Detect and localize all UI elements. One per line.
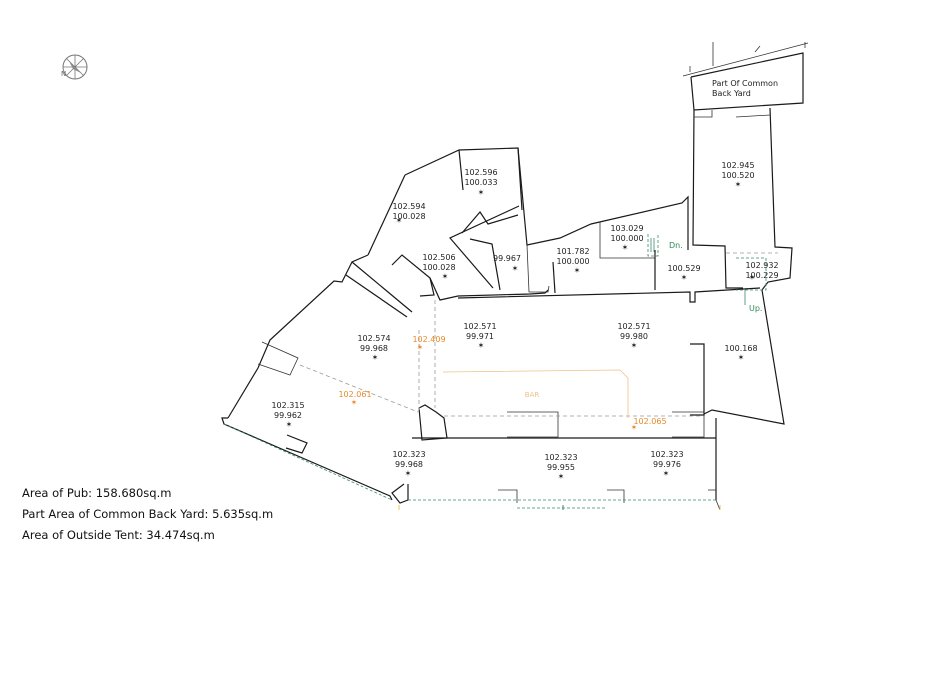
svg-text:100.168: 100.168 — [724, 344, 757, 353]
svg-text:✶: ✶ — [749, 273, 756, 282]
svg-text:102.323: 102.323 — [650, 450, 683, 459]
svg-text:100.529: 100.529 — [667, 264, 700, 273]
svg-text:102.061: 102.061 — [338, 390, 371, 399]
stair-dn-label: Dn. — [669, 241, 683, 250]
svg-text:100.000: 100.000 — [556, 257, 589, 266]
level-marker-orange: 102.065✶ — [631, 417, 667, 432]
svg-text:102.571: 102.571 — [463, 322, 496, 331]
legend-label: Area of Outside Tent: — [22, 528, 143, 542]
svg-text:99.955: 99.955 — [547, 463, 575, 472]
svg-text:100.033: 100.033 — [464, 178, 497, 187]
svg-text:✶: ✶ — [478, 341, 485, 350]
svg-text:102.932: 102.932 — [745, 261, 778, 270]
svg-text:102.065: 102.065 — [633, 417, 666, 426]
svg-text:99.976: 99.976 — [653, 460, 681, 469]
svg-text:✶: ✶ — [663, 469, 670, 478]
svg-text:✶: ✶ — [286, 420, 293, 429]
svg-text:99.962: 99.962 — [274, 411, 302, 420]
legend-label: Part Area of Common Back Yard: — [22, 507, 209, 521]
svg-text:✶: ✶ — [631, 423, 638, 432]
svg-text:102.596: 102.596 — [464, 168, 497, 177]
legend-pub-area: Area of Pub: 158.680sq.m — [22, 486, 171, 500]
svg-text:102.409: 102.409 — [412, 335, 445, 344]
legend-value: 158.680sq.m — [95, 486, 172, 500]
svg-text:99.968: 99.968 — [360, 344, 388, 353]
legend-tent-area: Area of Outside Tent: 34.474sq.m — [22, 528, 215, 542]
level-marker: 99.967✶ — [493, 254, 521, 273]
svg-text:102.323: 102.323 — [392, 450, 425, 459]
svg-text:102.945: 102.945 — [721, 161, 754, 170]
svg-text:102.594: 102.594 — [392, 202, 425, 211]
stair-dn — [647, 234, 659, 257]
svg-text:100.028: 100.028 — [422, 263, 455, 272]
svg-text:✶: ✶ — [372, 353, 379, 362]
legend-label: Area of Pub: — [22, 486, 93, 500]
svg-text:99.980: 99.980 — [620, 332, 648, 341]
svg-text:102.323: 102.323 — [544, 453, 577, 462]
svg-text:102.574: 102.574 — [357, 334, 390, 343]
stair-up — [736, 257, 767, 305]
level-marker: 100.168✶ — [724, 344, 757, 362]
level-marker-orange: 102.409✶ — [412, 335, 445, 352]
svg-text:✶: ✶ — [396, 216, 403, 225]
svg-text:Back Yard: Back Yard — [712, 89, 751, 98]
svg-text:103.029: 103.029 — [610, 224, 643, 233]
svg-text:✶: ✶ — [442, 272, 449, 281]
svg-text:✶: ✶ — [512, 264, 519, 273]
svg-text:99.967: 99.967 — [493, 254, 521, 263]
orange-level-markers: 102.409✶ 102.061✶ 102.065✶ — [338, 335, 666, 432]
svg-text:✶: ✶ — [478, 188, 485, 197]
svg-text:102.571: 102.571 — [617, 322, 650, 331]
yard-label: Part Of Common Back Yard — [712, 79, 778, 98]
svg-text:100.000: 100.000 — [610, 234, 643, 243]
svg-text:99.968: 99.968 — [395, 460, 423, 469]
svg-text:✶: ✶ — [631, 341, 638, 350]
svg-text:99.971: 99.971 — [466, 332, 494, 341]
level-marker: 100.529✶ — [667, 264, 700, 282]
svg-text:102.506: 102.506 — [422, 253, 455, 262]
stair-up-label: Up. — [749, 304, 762, 313]
north-arrow-icon: N — [61, 54, 88, 80]
building-walls — [221, 52, 804, 511]
svg-text:Part Of Common: Part Of Common — [712, 79, 778, 88]
legend-value: 5.635sq.m — [212, 507, 274, 521]
legend-back-yard-area: Part Area of Common Back Yard: 5.635sq.m — [22, 507, 273, 521]
svg-text:✶: ✶ — [622, 243, 629, 252]
svg-text:✶: ✶ — [574, 266, 581, 275]
svg-text:N: N — [61, 70, 66, 78]
svg-text:100.520: 100.520 — [721, 171, 754, 180]
yard-boundary — [682, 42, 809, 77]
svg-text:101.782: 101.782 — [556, 247, 589, 256]
svg-text:✶: ✶ — [735, 180, 742, 189]
svg-text:100.229: 100.229 — [745, 271, 778, 280]
svg-text:✶: ✶ — [558, 472, 565, 481]
svg-text:✶: ✶ — [351, 398, 358, 407]
svg-text:100.028: 100.028 — [392, 212, 425, 221]
legend-value: 34.474sq.m — [146, 528, 215, 542]
bar-label: BAR — [525, 391, 540, 399]
svg-text:102.315: 102.315 — [271, 401, 304, 410]
svg-text:✶: ✶ — [681, 273, 688, 282]
svg-text:✶: ✶ — [405, 469, 412, 478]
svg-text:✶: ✶ — [417, 343, 424, 352]
level-marker-orange: 102.061✶ — [338, 390, 371, 407]
svg-text:✶: ✶ — [738, 353, 745, 362]
dashed-lines — [299, 252, 778, 418]
